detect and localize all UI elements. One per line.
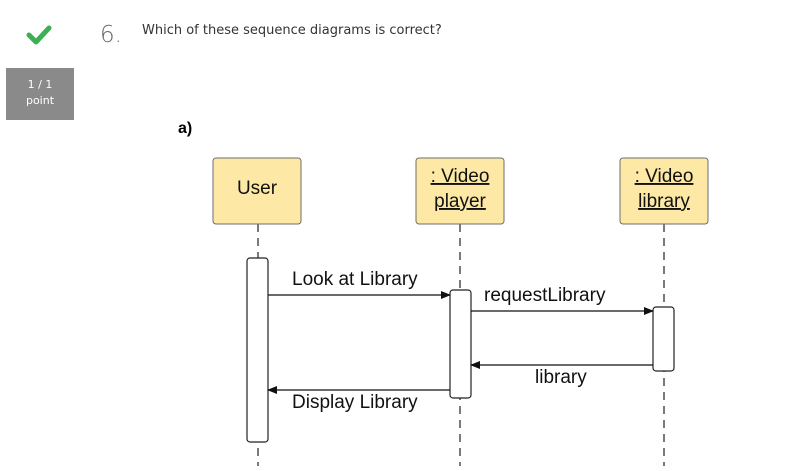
message-label-display-library: Display Library [292, 392, 418, 413]
participant-video-library-box [619, 157, 709, 225]
message-label-library: library [535, 367, 587, 388]
question-text: Which of these sequence diagrams is corr… [142, 23, 442, 38]
participant-video-library-label-line2: library [638, 191, 690, 212]
participant-video-library-label-line1: : Video [635, 166, 694, 187]
participant-video-player-label-line1: : Video [431, 166, 490, 187]
message-label-request-library: requestLibrary [484, 285, 606, 306]
score-badge: 1 / 1 point [6, 68, 74, 120]
participant-video-player-box [415, 157, 505, 225]
participant-user-label: User [237, 178, 278, 199]
score-unit: point [25, 94, 55, 107]
score-value: 1 / 1 [27, 78, 53, 91]
participant-user-box [212, 157, 302, 225]
option-label: a) [178, 120, 193, 137]
activation-bar-video-player [449, 289, 472, 399]
participant-video-player-label-line2: player [434, 191, 486, 212]
activation-bar-user [246, 257, 269, 443]
check-icon [26, 25, 52, 45]
activation-bar-video-library [652, 306, 675, 372]
message-label-look-at-library: Look at Library [292, 269, 418, 290]
question-number: 6. [100, 22, 122, 48]
